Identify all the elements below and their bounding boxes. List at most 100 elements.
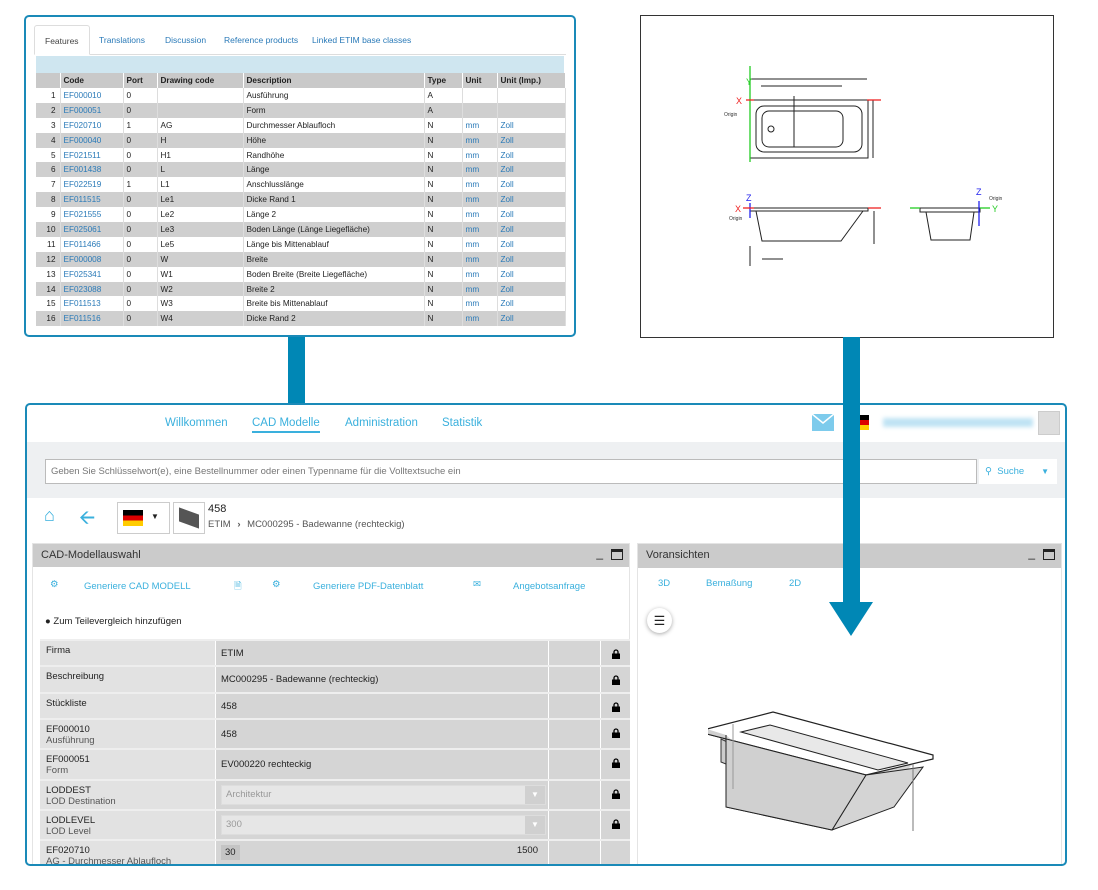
- code-link[interactable]: EF000010: [60, 88, 124, 103]
- unit-imp-link[interactable]: Zoll: [497, 162, 566, 178]
- unit-imp-link[interactable]: Zoll: [497, 117, 566, 133]
- column-header[interactable]: Code: [60, 73, 124, 88]
- tab-3d[interactable]: 3D: [658, 578, 671, 589]
- unit-imp-link[interactable]: Zoll: [497, 192, 566, 208]
- back-arrow-icon[interactable]: 🡨: [79, 507, 96, 529]
- tab-discussion[interactable]: Discussion: [165, 35, 207, 45]
- unit-imp-link[interactable]: Zoll: [497, 266, 566, 282]
- flag-de-icon[interactable]: [860, 415, 869, 430]
- nav-statistik[interactable]: Statistik: [442, 417, 483, 429]
- tab-translations[interactable]: Translations: [99, 35, 145, 45]
- unit-link[interactable]: [462, 88, 498, 103]
- select-lod-level[interactable]: 300▼: [221, 815, 546, 835]
- nav-administration[interactable]: Administration: [345, 417, 418, 429]
- language-dropdown[interactable]: ▼: [117, 502, 170, 534]
- nav-cad-modelle[interactable]: CAD Modelle: [252, 417, 320, 433]
- code-link[interactable]: EF021555: [60, 207, 124, 223]
- unit-link[interactable]: mm: [462, 177, 498, 193]
- generate-cad-button[interactable]: Generiere CAD MODELL: [84, 581, 191, 592]
- quote-request-button[interactable]: Angebotsanfrage: [513, 581, 586, 592]
- code-link[interactable]: EF011515: [60, 192, 124, 208]
- code-link[interactable]: EF020710: [60, 117, 124, 133]
- tab-features[interactable]: Features: [34, 25, 90, 55]
- document-settings-icon[interactable]: 🗎: [234, 581, 242, 592]
- maximize-icon[interactable]: [611, 549, 623, 560]
- code-link[interactable]: EF025341: [60, 266, 124, 282]
- column-header[interactable]: Drawing code: [157, 73, 244, 88]
- code-link[interactable]: EF001438: [60, 162, 124, 178]
- search-button[interactable]: ⚲ Suche▼: [979, 459, 1057, 484]
- unit-link[interactable]: mm: [462, 147, 498, 163]
- column-header[interactable]: [36, 73, 61, 88]
- column-header[interactable]: Unit: [462, 73, 498, 88]
- unit-link[interactable]: mm: [462, 251, 498, 267]
- search-input[interactable]: Geben Sie Schlüsselwort(e), eine Bestell…: [45, 459, 977, 484]
- gear-icon[interactable]: ⚙: [50, 579, 59, 590]
- compare-button[interactable]: ● Zum Teilevergleich hinzufügen: [45, 616, 182, 627]
- code-link[interactable]: EF000040: [60, 132, 124, 148]
- unit-link[interactable]: mm: [462, 117, 498, 133]
- unit-link[interactable]: mm: [462, 207, 498, 223]
- unit-link[interactable]: mm: [462, 132, 498, 148]
- unit-imp-link[interactable]: Zoll: [497, 251, 566, 267]
- code-link[interactable]: EF025061: [60, 222, 124, 237]
- code-link[interactable]: EF011513: [60, 296, 124, 312]
- unit-link[interactable]: mm: [462, 222, 498, 237]
- code-link[interactable]: EF021511: [60, 147, 124, 163]
- pdf-gear-icon[interactable]: ⚙: [272, 579, 281, 590]
- unit-imp-link[interactable]: [497, 102, 566, 118]
- column-header[interactable]: Unit (Imp.): [497, 73, 566, 88]
- column-header[interactable]: Description: [243, 73, 425, 88]
- select-lod-destination[interactable]: Architektur▼: [221, 785, 546, 805]
- unit-imp-link[interactable]: Zoll: [497, 311, 566, 327]
- tab-2d[interactable]: 2D: [789, 578, 802, 589]
- breadcrumb-etim[interactable]: ETIM: [208, 519, 231, 530]
- tab-bemassung[interactable]: Bemaßung: [706, 578, 753, 589]
- unit-imp-link[interactable]: Zoll: [497, 177, 566, 193]
- tab-linked-etim[interactable]: Linked ETIM base classes: [312, 35, 412, 45]
- unit-link[interactable]: mm: [462, 311, 498, 327]
- unit-link[interactable]: mm: [462, 192, 498, 208]
- unit-imp-link[interactable]: Zoll: [497, 281, 566, 297]
- minimize-icon[interactable]: _: [1028, 546, 1035, 560]
- unit-link[interactable]: mm: [462, 162, 498, 178]
- code-link[interactable]: EF011516: [60, 311, 124, 327]
- unit-imp-link[interactable]: Zoll: [497, 222, 566, 237]
- unit-imp-link[interactable]: Zoll: [497, 296, 566, 312]
- code-link[interactable]: EF000051: [60, 102, 124, 118]
- code-link[interactable]: EF011466: [60, 236, 124, 252]
- unit-link[interactable]: mm: [462, 281, 498, 297]
- unit-link[interactable]: mm: [462, 236, 498, 252]
- nav-willkommen[interactable]: Willkommen: [165, 417, 228, 429]
- minimize-icon[interactable]: _: [596, 546, 603, 560]
- generate-pdf-button[interactable]: Generiere PDF-Datenblatt: [313, 581, 424, 592]
- code-link[interactable]: EF000008: [60, 251, 124, 267]
- code-link[interactable]: EF023088: [60, 281, 124, 297]
- home-icon[interactable]: ⌂: [44, 505, 55, 525]
- tab-reference-products[interactable]: Reference products: [224, 35, 299, 45]
- unit-link[interactable]: mm: [462, 266, 498, 282]
- avatar[interactable]: [1038, 411, 1060, 435]
- unit-imp-link[interactable]: Zoll: [497, 147, 566, 163]
- maximize-icon[interactable]: [1043, 549, 1055, 560]
- column-header[interactable]: Type: [424, 73, 463, 88]
- column-header[interactable]: Port: [123, 73, 158, 88]
- unit-link[interactable]: [462, 102, 498, 118]
- unit-imp-link[interactable]: Zoll: [497, 236, 566, 252]
- mail-icon[interactable]: [812, 414, 834, 431]
